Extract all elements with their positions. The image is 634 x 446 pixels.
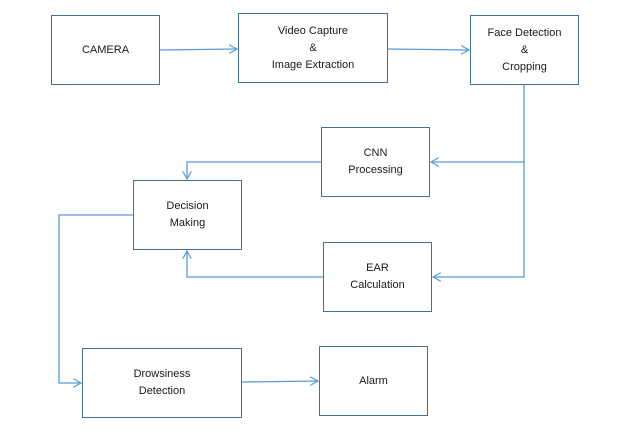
decision-making-label-line-2: Making (169, 217, 206, 229)
face-detection-label-line-3: Cropping (502, 60, 547, 73)
alarm-label: Alarm (359, 374, 388, 387)
cnn-processing-box: CNN Processing (321, 127, 430, 197)
video-capture-label-line-2: & (309, 41, 317, 54)
cnn-processing-label-line-1: CNN (363, 147, 388, 159)
video-capture-label-line-3: Image Extraction (271, 58, 355, 71)
face-detection-label-line-2: & (520, 43, 529, 56)
ear-calculation-box: EAR Calculation (323, 242, 432, 312)
edge-face-to-ear (433, 162, 525, 277)
face-detection-label-line-1: Face Detection (487, 26, 562, 39)
decision-making-label-line-1: Decision (166, 200, 209, 212)
alarm-box: Alarm (319, 346, 428, 416)
edge-cnn-to-decision (187, 161, 321, 179)
edge-camera-to-capture (159, 49, 237, 50)
decision-making-box: Decision Making (133, 180, 242, 250)
edge-drowsy-to-alarm (241, 381, 318, 382)
ear-calculation-label-line-2: Calculation (350, 279, 405, 291)
camera-box: CAMERA (51, 15, 160, 85)
ear-calculation-label-line-1: EAR (366, 262, 389, 274)
drowsiness-detection-box: Drowsiness Detection (82, 348, 242, 418)
cnn-processing-label-line-2: Processing (348, 164, 403, 176)
edge-capture-to-face (387, 49, 469, 50)
face-detection-box: Face Detection & Cropping (470, 15, 579, 85)
drowsiness-detection-label-line-2: Detection (138, 385, 186, 397)
video-capture-label-line-1: Video Capture (277, 24, 349, 37)
video-capture-box: Video Capture & Image Extraction (238, 13, 388, 83)
camera-label: CAMERA (81, 43, 130, 56)
edge-decision-to-drowsy (58, 214, 133, 383)
edge-face-to-cnn (431, 85, 525, 162)
edge-ear-to-decision (187, 251, 323, 278)
drowsiness-detection-label-line-1: Drowsiness (133, 368, 191, 380)
